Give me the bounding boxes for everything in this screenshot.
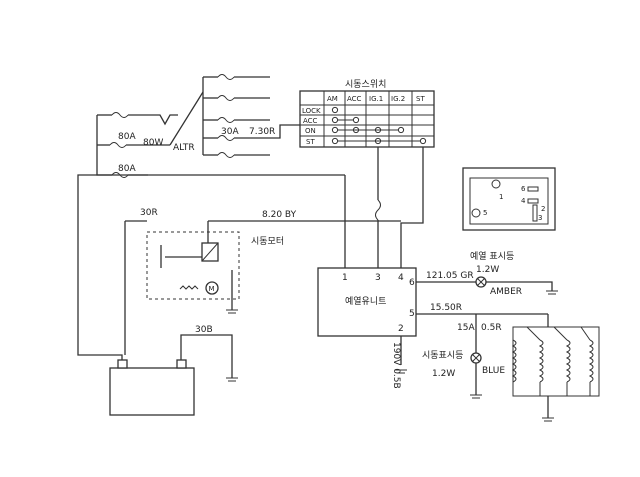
conn-pin-6: 6 [521, 185, 526, 193]
wire-820by-label: 8.20 BY [262, 210, 297, 220]
amber-label: AMBER [490, 287, 522, 297]
motor-symbol: M [209, 285, 215, 293]
switch-col-am: AM [327, 95, 338, 103]
fuse-top [111, 112, 129, 118]
wire-30b-label: 30B [195, 325, 213, 335]
conn-pin-3: 3 [538, 214, 542, 222]
switch-col-acc: ACC [347, 95, 362, 103]
connector-hole-top [491, 179, 501, 189]
preheat-pin-6: 6 [409, 278, 415, 288]
switch-row-acc: ACC [303, 117, 318, 125]
switch-row-st: ST [306, 138, 315, 146]
preheat-lamp-watt: 1.2W [476, 265, 499, 275]
wire-05r-label: 0.5R [481, 323, 502, 333]
glow-plug-frame [512, 326, 600, 397]
fuse-80a-top-label: 80A [118, 132, 136, 142]
fuse-30a-label: 30A [221, 127, 239, 137]
start-lamp-label: 시동표시등 [422, 350, 463, 361]
switch-output-wires [344, 147, 424, 268]
preheat-lamp-label: 예열 표시등 [470, 251, 514, 262]
motor-icon [205, 281, 219, 295]
preheat-pin-3: 3 [375, 273, 381, 283]
battery-terminal-pos [117, 359, 128, 369]
fuse-80a-bottom [111, 172, 129, 178]
relay-connector: 1 6 4 2 3 5 [462, 167, 556, 231]
glow-plug-4 [588, 339, 594, 383]
wire-30r-label: 30R [140, 208, 158, 218]
conn-pin-4: 4 [521, 197, 526, 205]
conn-pin-5: 5 [483, 209, 487, 217]
wire-730r-label: 7.30R [249, 127, 275, 137]
altr-branch: ALTR 30A 7.30R [169, 74, 300, 158]
battery-terminal-neg [176, 359, 187, 369]
wire-80w-label: 80W [143, 138, 163, 148]
conn-pin-1: 1 [499, 193, 503, 201]
preheat-pin-2: 2 [398, 324, 404, 334]
wire-121gr-label: 121.05 GR [426, 271, 474, 281]
conn-pin-2: 2 [541, 205, 545, 213]
preheat-pin-5: 5 [409, 309, 415, 319]
preheat-unit-label: 예열유니트 [345, 296, 386, 307]
preheat-unit-box [317, 267, 417, 337]
switch-col-st: ST [416, 95, 425, 103]
starter-label: 시동모터 [251, 236, 284, 247]
switch-col-ig1: IG.1 [369, 95, 383, 103]
starter-box [146, 231, 240, 300]
connector-hole-left [471, 208, 481, 218]
wire-crossover [375, 199, 381, 221]
preheat-unit: 예열유니트 1 3 4 6 5 2 190V 0.5B [317, 267, 417, 389]
start-lamp-watt: 1.2W [432, 369, 455, 379]
ignition-switch: 시동스위치 AM ACC IG.1 IG.2 ST LOCK ACC ON ST [299, 78, 435, 148]
main-fuse-bus: 80A 80W 80A [77, 112, 345, 368]
battery-body [109, 367, 195, 416]
switch-row-on: ON [305, 127, 316, 135]
starter-motor: 시동모터 M 8.20 BY 30R [124, 208, 401, 355]
preheat-pin-1: 1 [342, 273, 348, 283]
blue-label: BLUE [482, 366, 505, 376]
switch-col-ig2: IG.2 [391, 95, 405, 103]
wire-155r-label: 15.50R [430, 303, 462, 313]
battery: 30B [109, 325, 238, 416]
preheat-lamp: 예열 표시등 1.2W 121.05 GR AMBER [416, 251, 558, 297]
preheat-pin-4: 4 [398, 273, 404, 283]
switch-table [299, 90, 435, 148]
glow-plug-3 [565, 339, 571, 383]
switch-title: 시동스위치 [345, 78, 386, 90]
switch-row-lock: LOCK [302, 107, 321, 115]
glow-plug-circuit: 15.50R 15A 0.5R 시동표시등 1.2W BLUE [416, 303, 600, 422]
fuse-80a-bottom-label: 80A [118, 164, 136, 174]
fuse-80a-top [109, 142, 127, 148]
altr-label: ALTR [173, 143, 195, 153]
glow-plug-2 [538, 339, 544, 383]
glow-plug-1 [511, 339, 517, 383]
wire-190v-label: 190V 0.5B [391, 342, 401, 389]
wire-15a-label: 15A [457, 323, 475, 333]
